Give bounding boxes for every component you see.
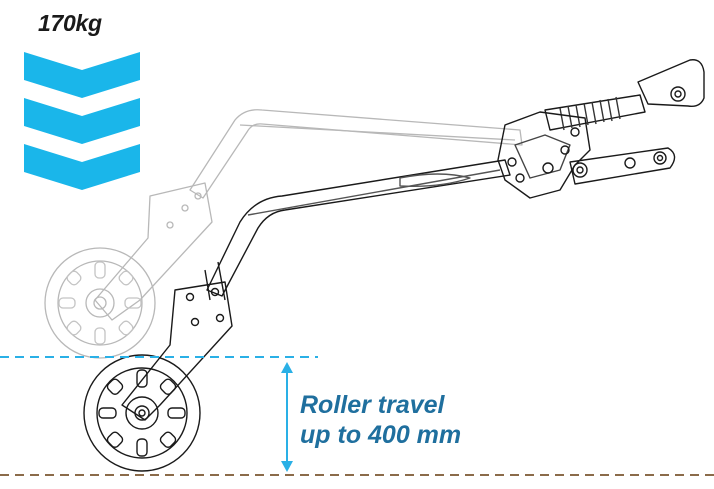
ghost-machine bbox=[44, 109, 523, 359]
ghost-wheel bbox=[44, 247, 156, 359]
double-arrow-vertical-icon bbox=[281, 362, 293, 472]
roller-wheel[interactable] bbox=[83, 354, 201, 472]
chevron-down-icon bbox=[24, 52, 140, 98]
load-chevrons bbox=[24, 52, 140, 190]
chevron-down-icon bbox=[24, 98, 140, 144]
solid-machine bbox=[83, 59, 705, 472]
link-bar bbox=[569, 147, 676, 185]
load-label: 170kg bbox=[38, 10, 102, 36]
ghost-fork bbox=[94, 182, 213, 321]
housing bbox=[497, 111, 591, 199]
lower-arm bbox=[206, 159, 511, 297]
handle-grip bbox=[637, 59, 705, 108]
travel-label-line2: up to 400 mm bbox=[300, 421, 462, 449]
chevron-down-icon bbox=[24, 144, 140, 190]
fork-plate bbox=[121, 281, 233, 421]
spring-assembly bbox=[544, 59, 705, 131]
travel-label-line1: Roller travel bbox=[300, 391, 445, 419]
ghost-handle bbox=[189, 109, 523, 199]
roller-travel-label: Roller travel up to 400 mm bbox=[300, 390, 461, 450]
